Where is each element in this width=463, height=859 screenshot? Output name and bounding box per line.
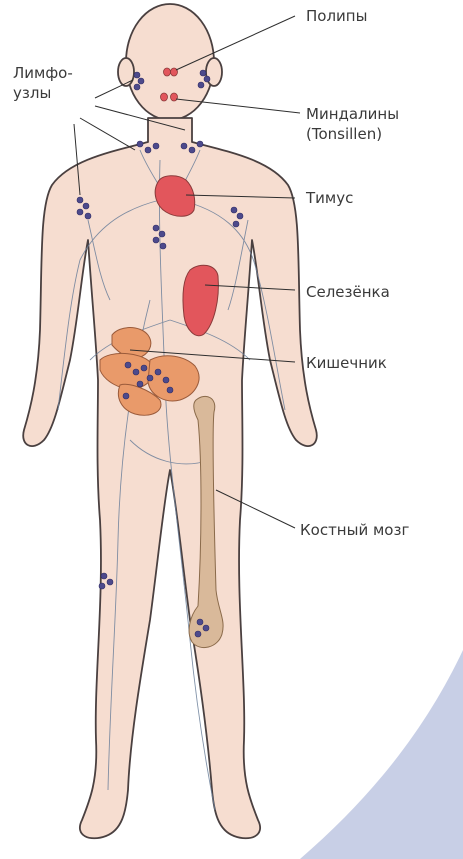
polyp-right [171, 68, 178, 76]
label-tonsils-line1: Миндалины [306, 104, 399, 124]
label-spleen: Селезёнка [306, 282, 390, 302]
polyp-left [164, 68, 171, 76]
background-swoosh [300, 650, 463, 859]
leader-lymph-3 [80, 118, 135, 150]
label-polyps-text: Полипы [306, 6, 367, 26]
label-bone-marrow-text: Костный мозг [300, 520, 409, 540]
label-lymph-nodes-line2: узлы [13, 83, 73, 103]
leader-lymph-1 [95, 80, 133, 98]
label-thymus-text: Тимус [306, 188, 353, 208]
tonsil-left [161, 93, 168, 101]
label-tonsils-line2: (Tonsillen) [306, 124, 399, 144]
label-bone-marrow: Костный мозг [300, 520, 409, 540]
label-lymph-nodes: Лимфо- узлы [13, 63, 73, 103]
label-thymus: Тимус [306, 188, 353, 208]
ear-left [118, 58, 134, 86]
head [126, 4, 214, 120]
label-lymph-nodes-line1: Лимфо- [13, 63, 73, 83]
tonsil-right [171, 93, 178, 101]
label-intestine: Кишечник [306, 353, 387, 373]
label-spleen-text: Селезёнка [306, 282, 390, 302]
torso-and-limbs [23, 118, 317, 838]
body-silhouette [23, 4, 317, 838]
label-polyps: Полипы [306, 6, 367, 26]
label-tonsils: Миндалины (Tonsillen) [306, 104, 399, 144]
label-intestine-text: Кишечник [306, 353, 387, 373]
